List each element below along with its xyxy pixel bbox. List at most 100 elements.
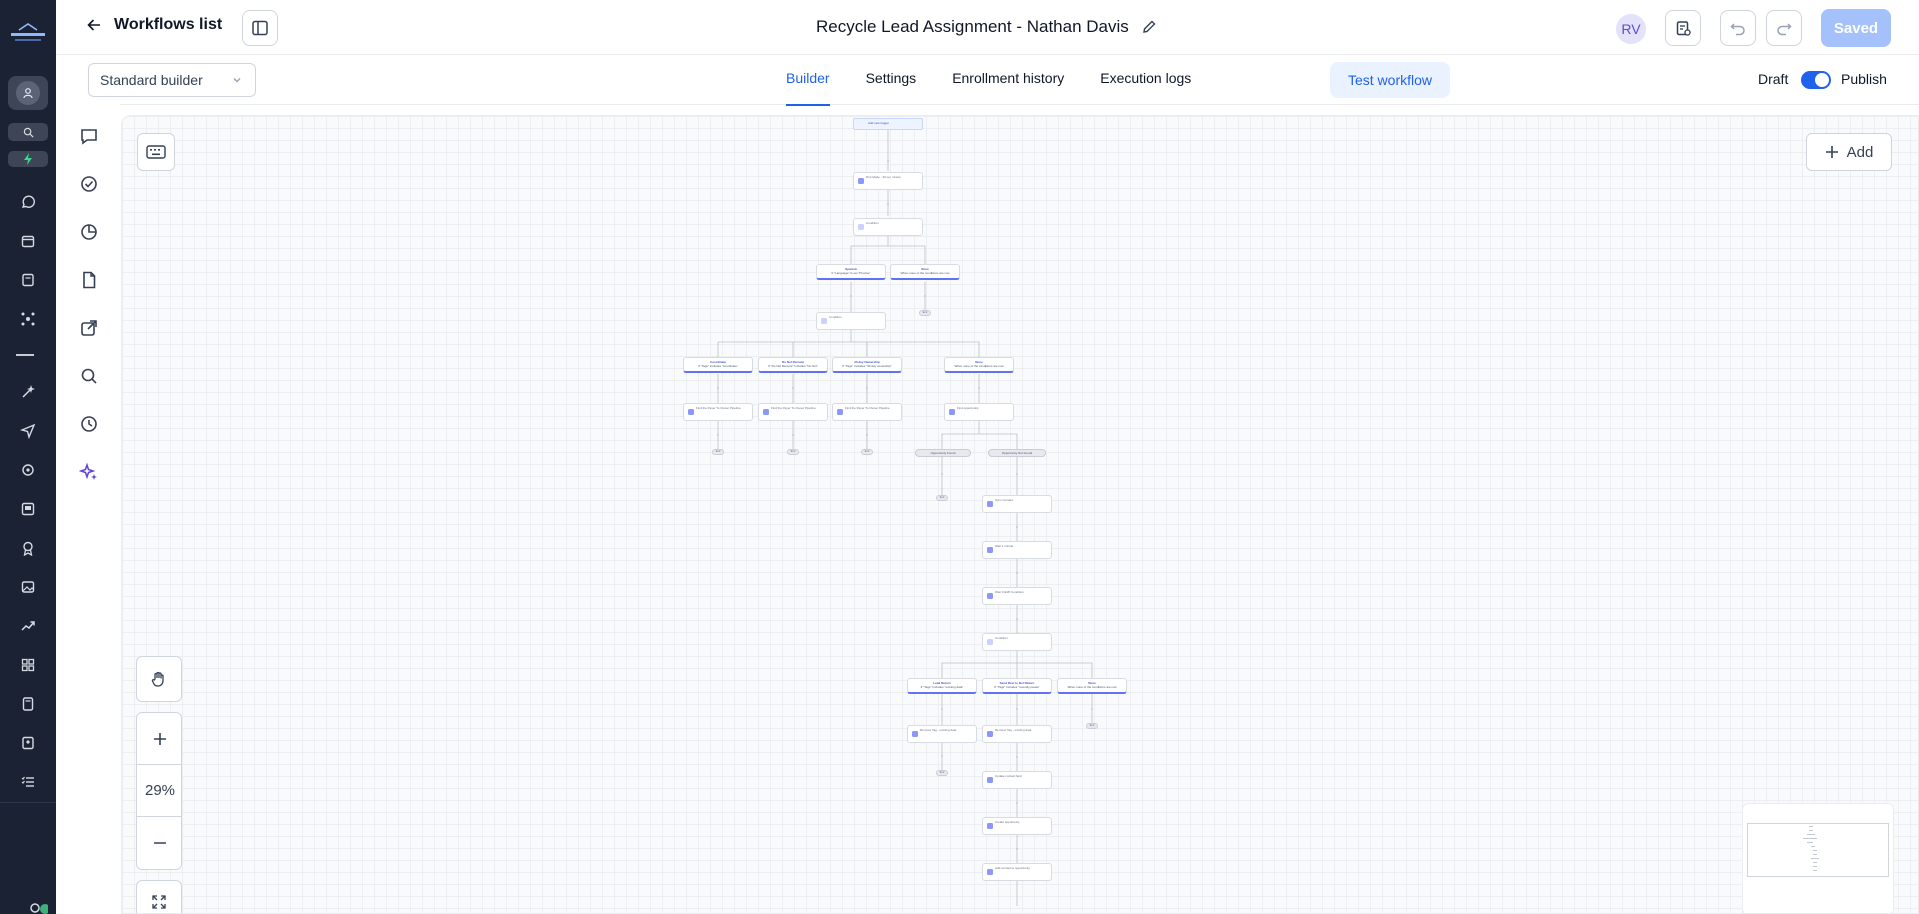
wait-until-node[interactable]: Wait Until/If Condition — [982, 587, 1052, 605]
app-marketplace-icon[interactable] — [16, 653, 40, 677]
branch-sub: If "Tags" Includes "coordinate" — [698, 364, 738, 368]
branch-title: Lead Return — [933, 681, 951, 685]
workflow-title[interactable]: Recycle Lead Assignment - Nathan Davis — [816, 17, 1157, 37]
end-marker: End — [712, 449, 724, 455]
end-marker: End — [936, 770, 948, 776]
end-marker: End — [861, 449, 873, 455]
undo-icon — [1730, 23, 1745, 36]
remove-tag-node[interactable]: Remove Tag - existing data — [982, 725, 1052, 743]
external-link-icon[interactable] — [76, 315, 102, 341]
branch-title: None — [921, 267, 929, 271]
opportunities-icon[interactable] — [16, 307, 40, 331]
action-node[interactable]: Find the Payer To Owner Pipeline — [758, 403, 828, 421]
tab-settings[interactable]: Settings — [865, 70, 917, 86]
quick-actions-bolt-icon[interactable] — [8, 151, 48, 167]
media-image-icon[interactable] — [16, 575, 40, 599]
reporting-trend-icon[interactable] — [16, 614, 40, 638]
tab-enrollment-history[interactable]: Enrollment history — [952, 70, 1065, 86]
comments-icon[interactable] — [76, 123, 102, 149]
calendar-icon[interactable] — [16, 229, 40, 253]
publish-toggle[interactable] — [1801, 71, 1831, 89]
end-marker: End — [787, 449, 799, 455]
create-opportunity-node[interactable]: Create opportunity — [982, 817, 1052, 835]
stats-pie-icon[interactable] — [76, 219, 102, 245]
tab-builder[interactable]: Builder — [786, 55, 830, 106]
payments-calculator-icon[interactable] — [16, 692, 40, 716]
back-label: Workflows list — [114, 16, 223, 33]
search-icon[interactable] — [76, 363, 102, 389]
zoom-level: 29% — [137, 765, 181, 817]
settings-gear-icon[interactable] — [28, 900, 48, 914]
end-marker: End — [936, 495, 948, 501]
add-to-opportunity-node[interactable]: Add contact to opportunity — [982, 863, 1052, 881]
conversations-icon[interactable] — [16, 190, 40, 214]
zoom-out-button[interactable] — [137, 817, 181, 869]
chevron-down-icon — [233, 78, 241, 83]
builder-mode-select[interactable]: Standard builder — [88, 63, 256, 97]
action-node[interactable]: Find the Payer To Owner Pipeline — [683, 403, 753, 421]
document-icon[interactable] — [76, 267, 102, 293]
rail-search-icon[interactable] — [8, 123, 48, 141]
branch-sub: If "Tags" Includes "recently pause" — [994, 685, 1040, 689]
remove-tag-node[interactable]: Remove Tag - existing data — [907, 725, 977, 743]
tab-execution-logs[interactable]: Execution logs — [1100, 70, 1192, 86]
condition-node[interactable]: Condition — [982, 633, 1052, 651]
condition-node[interactable]: Condition — [853, 218, 923, 236]
branch-title: Send Rest to Bot Return — [999, 681, 1035, 685]
memberships-award-icon[interactable] — [16, 536, 40, 560]
wait-node[interactable]: Wait 1 minute — [982, 541, 1052, 559]
toggle-panel-button[interactable] — [242, 10, 278, 46]
send-icon[interactable] — [16, 419, 40, 443]
zoom-group: 29% — [136, 712, 182, 870]
back-to-workflows-link[interactable]: Workflows list — [86, 16, 222, 34]
opportunity-found-pill[interactable]: Opportunity Found — [915, 449, 971, 457]
notes-button[interactable] — [1665, 10, 1701, 46]
automation-sparkle-icon[interactable] — [16, 380, 40, 404]
history-clock-icon[interactable] — [76, 411, 102, 437]
minimap-viewport[interactable] — [1747, 823, 1889, 877]
user-avatar[interactable]: RV — [1616, 14, 1646, 44]
test-workflow-button[interactable]: Test workflow — [1330, 62, 1450, 98]
task-list-icon[interactable] — [16, 770, 40, 794]
zoom-in-button[interactable] — [137, 713, 181, 765]
branch-sub: When none of the conditions are met — [954, 364, 1004, 368]
account-switcher-icon[interactable] — [8, 76, 48, 110]
check-circle-icon[interactable] — [76, 171, 102, 197]
opportunity-not-found-pill[interactable]: Opportunity Not Found — [988, 449, 1046, 457]
pan-hand-button[interactable] — [136, 656, 182, 702]
redo-button[interactable] — [1766, 10, 1802, 46]
fit-view-button[interactable] — [136, 880, 182, 913]
wait-node[interactable]: Drip Mode - 30 per minute — [853, 172, 923, 190]
keyboard-shortcuts-button[interactable] — [137, 133, 175, 171]
keyboard-icon — [146, 145, 166, 159]
minimap[interactable] — [1742, 803, 1894, 913]
zoom-controls: 29% — [136, 656, 182, 913]
update-field-node[interactable]: Update contact field — [982, 771, 1052, 789]
action-node[interactable]: Find the Payer To Owner Pipeline — [832, 403, 902, 421]
add-trigger-node[interactable]: Add new trigger — [853, 118, 923, 130]
condition-node[interactable]: Condition — [816, 312, 886, 330]
address-book-icon[interactable] — [16, 731, 40, 755]
workflow-canvas[interactable]: Add new trigger Drip Mode - 30 per minut… — [121, 115, 1919, 914]
undo-button[interactable] — [1720, 10, 1756, 46]
ai-sparkles-icon[interactable] — [76, 459, 102, 485]
sites-icon[interactable] — [16, 497, 40, 521]
minus-icon — [154, 842, 166, 844]
pencil-icon[interactable] — [1141, 19, 1157, 35]
contacts-icon[interactable] — [16, 268, 40, 292]
find-opportunity-node[interactable]: Find opportunity — [944, 403, 1014, 421]
add-node-button[interactable]: Add — [1806, 133, 1892, 171]
workflows-icon[interactable] — [12, 452, 59, 488]
saved-button[interactable]: Saved — [1821, 9, 1891, 47]
sync-contact-node[interactable]: Sync Contact — [982, 495, 1052, 513]
sidebar-panel-icon — [252, 20, 268, 36]
